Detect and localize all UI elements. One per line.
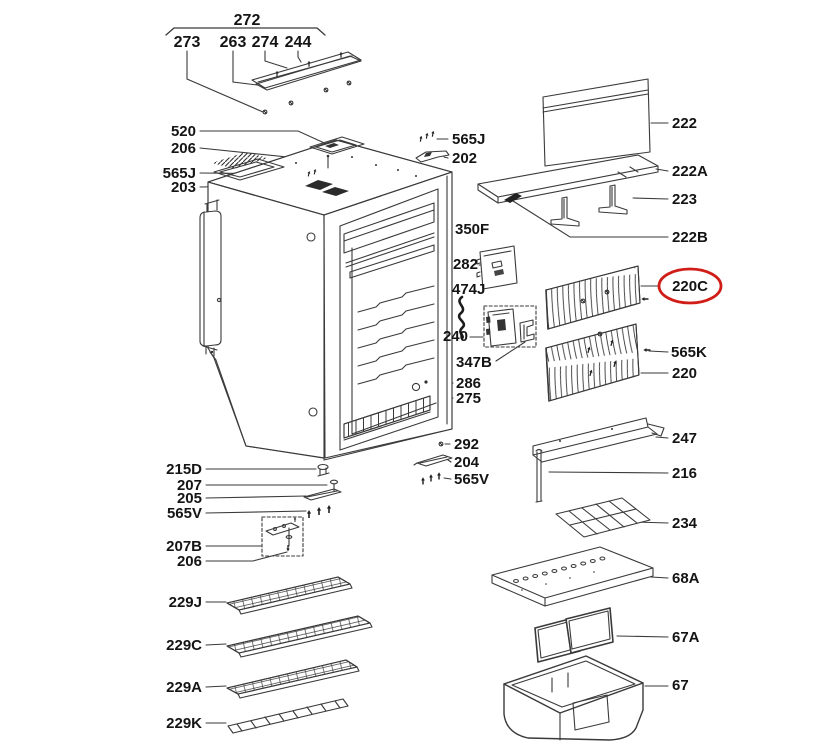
part-label-292[interactable]: 292 <box>454 436 479 453</box>
part-label-68a[interactable]: 68A <box>672 570 700 587</box>
part-label-229k[interactable]: 229K <box>166 715 202 732</box>
part-drawing-282 <box>476 245 518 290</box>
part-label-206-bottom[interactable]: 206 <box>177 553 202 570</box>
highlight-ellipse <box>657 267 723 305</box>
part-label-565j-left[interactable]: 565J <box>163 165 196 182</box>
part-label-223[interactable]: 223 <box>672 191 697 208</box>
part-drawing-565j-202 <box>415 130 450 163</box>
part-drawing-247 <box>532 417 665 463</box>
part-drawing-67 <box>503 655 644 741</box>
part-drawing-292-204-565v <box>413 441 453 485</box>
part-label-220c-highlighted[interactable]: 220C <box>672 278 708 295</box>
part-label-272[interactable]: 272 <box>234 12 261 29</box>
part-label-263[interactable]: 263 <box>220 34 247 51</box>
part-drawing-240-347b <box>483 305 537 348</box>
part-drawing-grille-220c <box>545 265 649 337</box>
part-label-204[interactable]: 204 <box>454 454 480 471</box>
part-label-216[interactable]: 216 <box>672 465 697 482</box>
part-label-207[interactable]: 207 <box>177 477 202 494</box>
part-label-202[interactable]: 202 <box>452 150 477 167</box>
part-label-286[interactable]: 286 <box>456 375 481 392</box>
part-label-222b[interactable]: 222B <box>672 229 708 246</box>
part-label-247[interactable]: 247 <box>672 430 697 447</box>
part-label-244[interactable]: 244 <box>285 34 312 51</box>
part-label-520[interactable]: 520 <box>171 123 196 140</box>
part-label-274[interactable]: 274 <box>252 34 279 51</box>
part-drawing-222-assembly <box>477 78 659 227</box>
part-drawing-67a <box>534 607 614 663</box>
part-drawing-grille-220 <box>545 323 651 402</box>
part-label-229a[interactable]: 229A <box>166 679 202 696</box>
part-drawing-rail-272 <box>165 27 362 115</box>
part-label-234[interactable]: 234 <box>672 515 698 532</box>
part-label-229j[interactable]: 229J <box>169 594 202 611</box>
part-label-215d[interactable]: 215D <box>166 461 202 478</box>
part-drawing-234 <box>555 497 651 538</box>
part-label-206-top[interactable]: 206 <box>171 140 196 157</box>
part-drawing-474j <box>457 295 466 340</box>
part-drawing-lower-fittings <box>303 463 342 519</box>
part-label-229c[interactable]: 229C <box>166 637 202 654</box>
part-drawing-216 <box>535 448 543 503</box>
part-label-565j-right[interactable]: 565J <box>452 131 485 148</box>
part-label-240[interactable]: 240 <box>443 328 468 345</box>
part-labels: 272 273 263 274 244 520 206 565J 203 565… <box>163 12 708 732</box>
part-label-222a[interactable]: 222A <box>672 163 708 180</box>
part-drawing-68a <box>491 546 654 607</box>
part-label-565k[interactable]: 565K <box>671 344 707 361</box>
part-drawing-cabinet <box>199 136 453 461</box>
part-label-347b[interactable]: 347B <box>456 354 492 371</box>
part-label-565v-left[interactable]: 565V <box>167 505 202 522</box>
part-label-474j[interactable]: 474J <box>452 281 485 298</box>
part-label-273[interactable]: 273 <box>174 34 201 51</box>
part-label-203[interactable]: 203 <box>171 179 196 196</box>
part-label-207b[interactable]: 207B <box>166 538 202 555</box>
part-label-275[interactable]: 275 <box>456 390 481 407</box>
part-label-350f[interactable]: 350F <box>455 221 489 238</box>
part-label-220[interactable]: 220 <box>672 365 697 382</box>
part-label-222[interactable]: 222 <box>672 115 697 132</box>
part-label-67[interactable]: 67 <box>672 677 689 694</box>
part-label-565v-right[interactable]: 565V <box>454 471 489 488</box>
part-label-205[interactable]: 205 <box>177 490 202 507</box>
part-drawing-207b-hinge <box>261 516 304 557</box>
part-label-282[interactable]: 282 <box>453 256 478 273</box>
part-label-67a[interactable]: 67A <box>672 629 700 646</box>
part-drawing-shelves <box>226 576 373 734</box>
